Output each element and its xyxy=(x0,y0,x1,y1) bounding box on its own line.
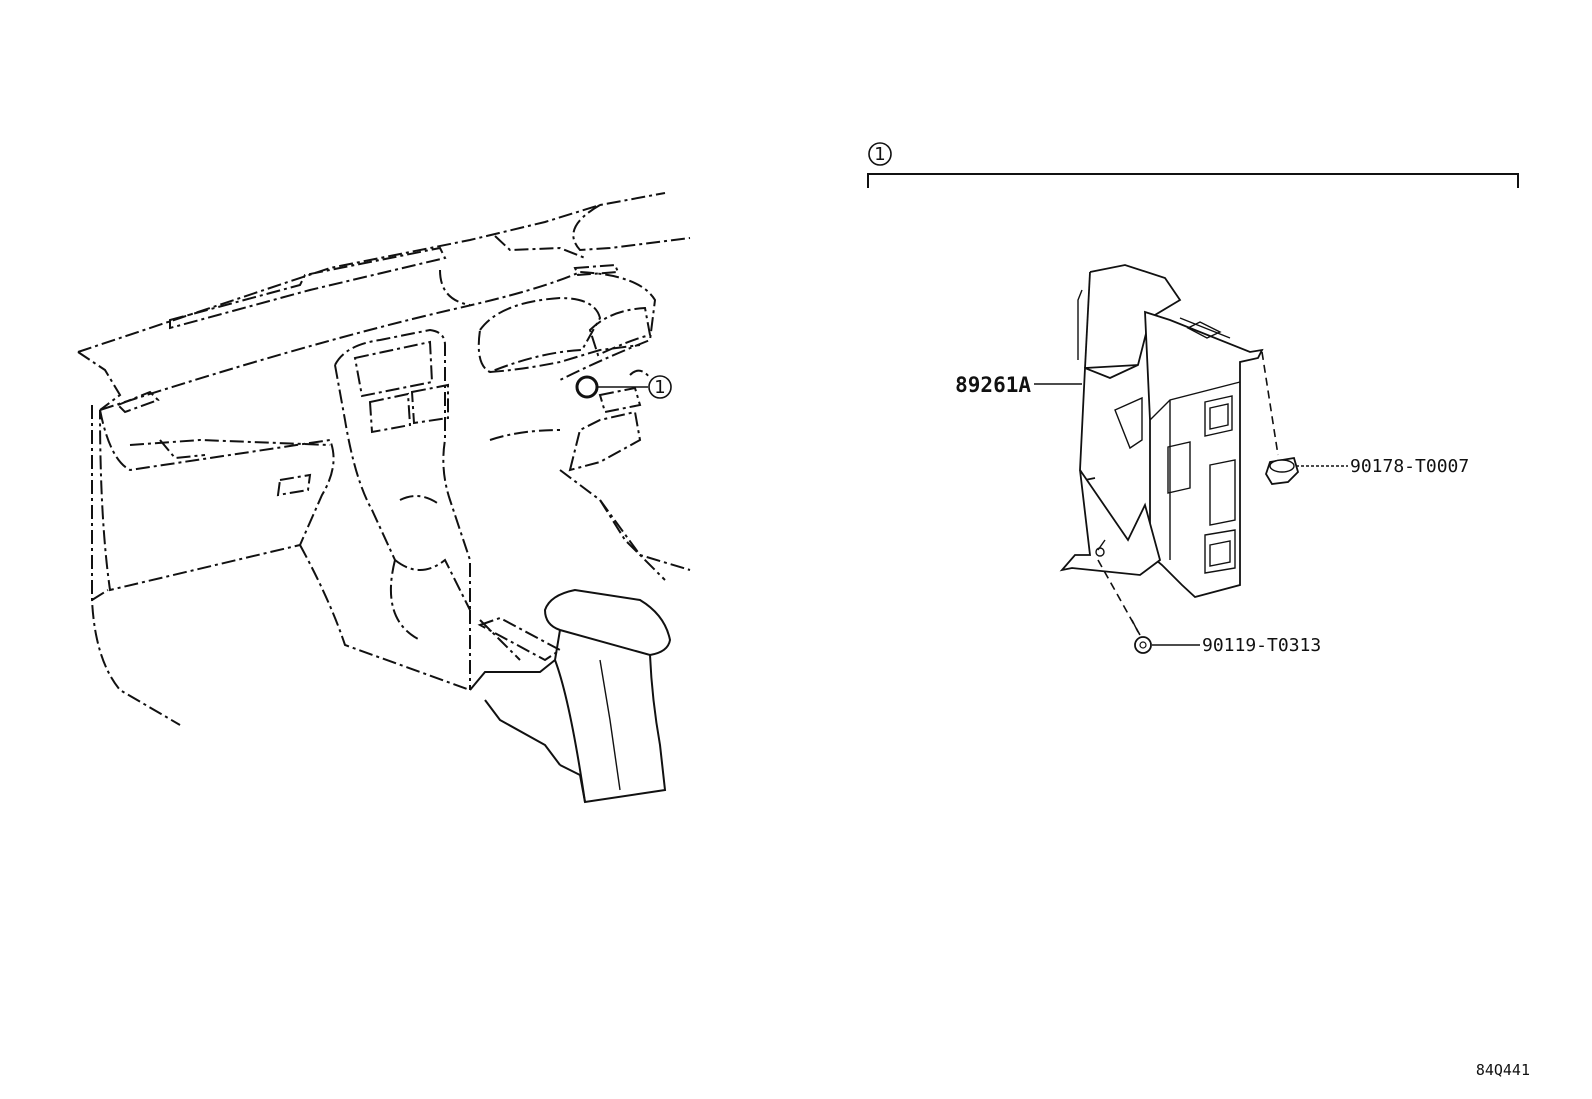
illustration-code: 84Q441 xyxy=(1476,1061,1530,1079)
callout-number-right: 1 xyxy=(874,144,885,165)
bolt-part xyxy=(1097,559,1152,654)
center-console xyxy=(469,588,672,804)
assembly-bracket: 1 xyxy=(867,142,1519,188)
dashboard-illustration xyxy=(77,192,691,726)
part-label-90119-t0313: 90119-T0313 xyxy=(1202,635,1321,656)
callout-number-left: 1 xyxy=(654,377,665,398)
part-callouts: 89261A 90178-T0007 90119-T0313 xyxy=(955,373,1469,656)
nut-part xyxy=(1261,351,1300,485)
ecu-module xyxy=(1059,264,1264,598)
part-label-89261a: 89261A xyxy=(955,373,1031,397)
location-marker: 1 xyxy=(575,375,672,399)
part-label-90178-t0007: 90178-T0007 xyxy=(1350,456,1469,477)
